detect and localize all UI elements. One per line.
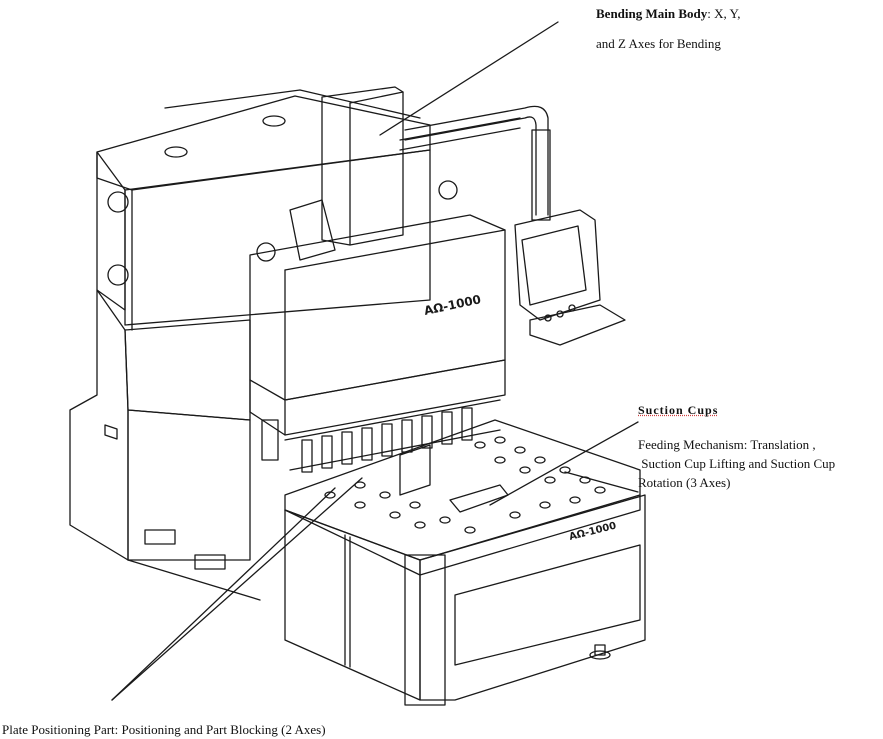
leader-plate-positioning-2 [111,477,363,701]
table-holes [324,436,606,534]
label-bending-main-body-line2: and Z Axes for Bending [596,36,721,51]
label-feeding-line1: Feeding Mechanism: Translation , [638,437,816,452]
leader-plate-positioning-1 [111,487,336,701]
bending-housing [249,117,521,436]
label-plate-positioning: Plate Positioning Part: Positioning and … [2,722,326,737]
bending-main-body-title: Bending Main Body [596,6,708,21]
monitor-arm [404,105,551,221]
control-monitor [514,209,626,346]
label-feeding-line2: Suction Cup Lifting and Suction Cup [638,456,836,471]
label-bending-main-body: Bending Main Body: X, Y, [596,6,741,22]
leader-suction-cups [489,421,639,506]
lower-base-cabinet [284,494,646,706]
bending-main-body-axes: : X, Y, [707,6,741,21]
label-suction-cups: Suction Cups [638,403,719,417]
tooling-row [261,399,501,473]
label-feeding-line3: Rotation (3 Axes) [638,475,731,490]
front-model-label: AΩ-1000 [423,292,483,318]
rear-cabinet [96,89,431,331]
upper-column [289,86,404,261]
feeding-table [284,419,641,576]
leader-feeding-mechanism [564,471,639,493]
left-lower-cabinet [69,289,261,601]
